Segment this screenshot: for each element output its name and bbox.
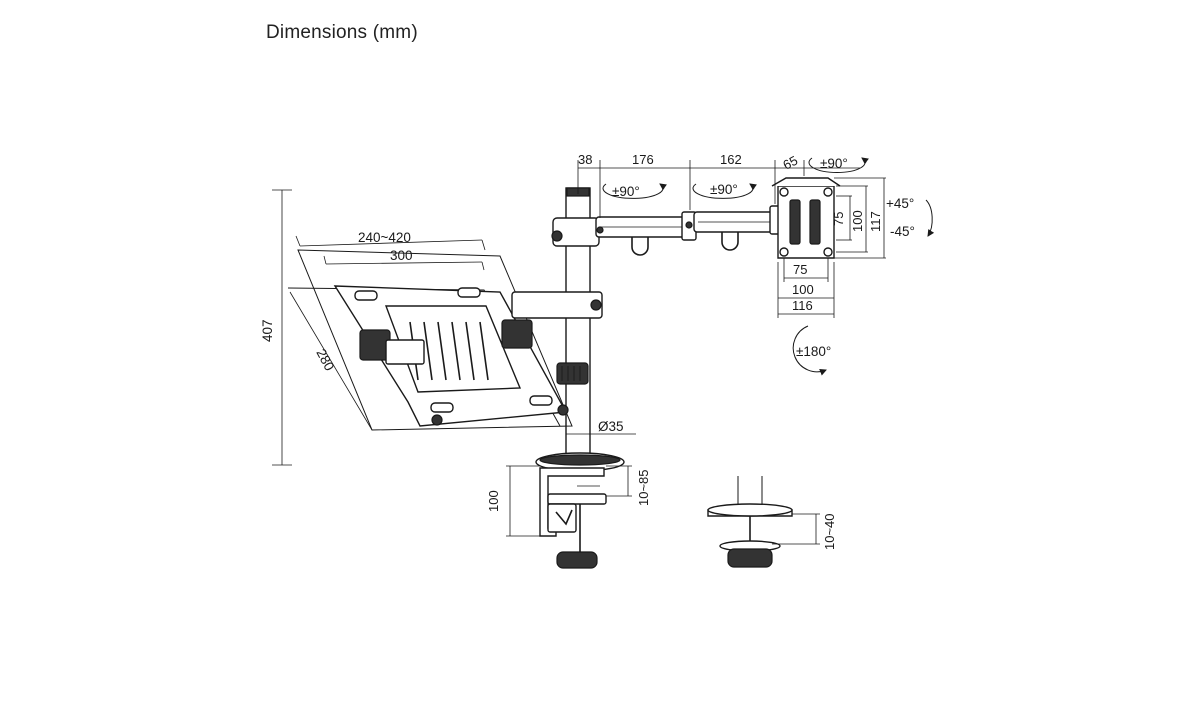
dim-vesa-75-h: 75 <box>831 212 846 226</box>
dim-vesa-100-h: 100 <box>850 210 865 232</box>
dim-grommet-range: 10~40 <box>822 513 837 550</box>
grommet-mount <box>707 476 793 568</box>
dim-height-407: 407 <box>260 319 275 342</box>
dim-vesa-75-w: 75 <box>793 262 807 277</box>
dim-tray-300: 300 <box>390 248 413 263</box>
dim-vesa-116-w: 116 <box>792 298 813 313</box>
dim-176: 176 <box>632 152 654 167</box>
dim-pole-diameter: Ø35 <box>598 419 624 434</box>
rotation-tilt-down: -45° <box>890 224 915 239</box>
desk-clamp <box>535 452 625 569</box>
rotation-arrows <box>602 157 935 376</box>
rotation-swivel: ±180° <box>796 344 831 359</box>
dim-tray-280: 280 <box>313 346 337 373</box>
dim-65: 65 <box>780 153 800 173</box>
dim-clamp-range: 10~85 <box>636 469 651 506</box>
dim-162: 162 <box>720 152 742 167</box>
dim-vesa-117-h: 117 <box>868 211 883 232</box>
dim-vesa-100-w: 100 <box>792 282 814 297</box>
monitor-arm <box>551 205 785 256</box>
rotation-joint-2: ±90° <box>710 182 738 197</box>
vesa-plate <box>771 177 841 259</box>
rotation-tilt-up: +45° <box>886 196 914 211</box>
dim-tray-width-range: 240~420 <box>358 230 411 245</box>
rotation-joint-1: ±90° <box>612 184 640 199</box>
dim-clamp-height: 100 <box>486 490 501 512</box>
laptop-tray <box>287 249 603 431</box>
rotation-head-top: ±90° <box>820 156 848 171</box>
page-title: Dimensions (mm) <box>266 22 418 43</box>
dimension-labels: 38 176 162 65 75 100 117 75 100 116 240~… <box>260 152 915 550</box>
dim-38: 38 <box>578 152 592 167</box>
dimension-lines <box>272 160 886 545</box>
